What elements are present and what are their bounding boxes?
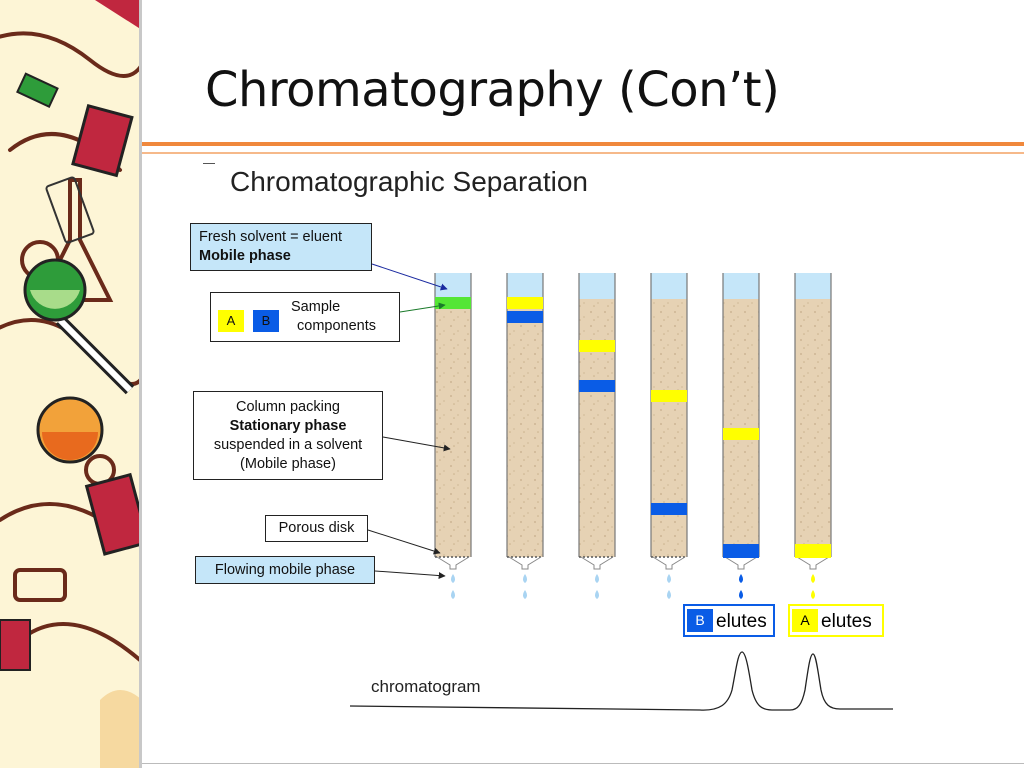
column-4-solvent bbox=[651, 273, 687, 299]
sample-chip-a: A bbox=[218, 310, 244, 332]
suspended-text: suspended in a solvent bbox=[213, 437, 363, 453]
column-2-band-2 bbox=[507, 311, 543, 323]
b-elutes-text: elutes bbox=[716, 611, 767, 632]
slide-bottom-border bbox=[142, 763, 1024, 764]
arrow-fresh-solvent bbox=[371, 263, 448, 291]
column-5-band-1 bbox=[723, 428, 759, 440]
column-5-band-2 bbox=[723, 544, 759, 558]
diagram-title: Chromatographic Separation bbox=[230, 166, 588, 197]
column-1-packing bbox=[435, 299, 471, 557]
column-3-band-2 bbox=[579, 380, 615, 392]
sample-text: Sample bbox=[291, 299, 341, 315]
stationary-phase-text: Stationary phase bbox=[229, 418, 347, 434]
column-5-solvent bbox=[723, 273, 759, 299]
column-packing-text: Column packing bbox=[236, 399, 340, 415]
components-text: components bbox=[297, 318, 376, 334]
a-elutes-label: A elutes bbox=[788, 604, 884, 637]
flowing-mobile-phase-text: Flowing mobile phase bbox=[214, 562, 356, 578]
title-divider bbox=[142, 142, 1024, 146]
arrow-sample bbox=[399, 302, 446, 313]
column-4-drop-2 bbox=[667, 590, 671, 599]
flowing-mobile-phase-label: Flowing mobile phase bbox=[195, 556, 375, 584]
porous-disk-label: Porous disk bbox=[265, 515, 368, 542]
column-5-drop-1 bbox=[739, 574, 743, 583]
column-2-band-1 bbox=[507, 297, 543, 309]
column-3-drop-2 bbox=[595, 590, 599, 599]
column-1-drop-2 bbox=[451, 590, 455, 599]
a-elutes-chip: A bbox=[792, 609, 818, 632]
sample-chip-b: B bbox=[253, 310, 279, 332]
column-3-outlet bbox=[580, 556, 614, 570]
column-6-drop-1 bbox=[811, 574, 815, 583]
column-4-band-1 bbox=[651, 390, 687, 402]
mobile-phase-paren-text: (Mobile phase) bbox=[240, 456, 336, 472]
decorative-lab-illustration bbox=[0, 0, 142, 768]
column-2-packing bbox=[507, 299, 543, 557]
column-6-packing bbox=[795, 299, 831, 557]
column-2-solvent bbox=[507, 273, 543, 299]
column-4-packing bbox=[651, 299, 687, 557]
column-3-drop-1 bbox=[595, 574, 599, 583]
title-divider-thin bbox=[142, 152, 1024, 154]
column-6-outlet bbox=[796, 556, 830, 570]
b-elutes-label: B elutes bbox=[683, 604, 775, 637]
column-6-drop-2 bbox=[811, 590, 815, 599]
a-elutes-text: elutes bbox=[821, 611, 872, 632]
column-3-packing bbox=[579, 299, 615, 557]
column-6-band-1 bbox=[795, 544, 831, 558]
b-elutes-chip: B bbox=[687, 609, 713, 632]
arrow-flowing bbox=[374, 570, 446, 580]
column-5-drop-2 bbox=[739, 590, 743, 599]
column-2-drop-1 bbox=[523, 574, 527, 583]
diagram-title-tick bbox=[203, 163, 215, 164]
column-5-packing bbox=[723, 299, 759, 557]
slide-title: Chromatography (Con’t) bbox=[205, 62, 780, 118]
column-1-drop-1 bbox=[451, 574, 455, 583]
arrow-packing bbox=[382, 436, 451, 452]
column-4-drop-1 bbox=[667, 574, 671, 583]
column-2-outlet bbox=[508, 556, 542, 570]
column-1-band-1 bbox=[435, 297, 471, 309]
column-packing-label: Column packing Stationary phase suspende… bbox=[193, 391, 383, 480]
arrow-porous-disk bbox=[367, 529, 441, 555]
chromatogram-label: chromatogram bbox=[371, 677, 481, 696]
column-1-solvent bbox=[435, 273, 471, 299]
column-6-solvent bbox=[795, 273, 831, 299]
column-4-outlet bbox=[652, 556, 686, 570]
porous-disk-text: Porous disk bbox=[278, 520, 355, 536]
sample-components-label: A B Sample components bbox=[210, 292, 400, 342]
fresh-solvent-label: Fresh solvent = eluent Mobile phase bbox=[190, 223, 372, 271]
column-3-band-1 bbox=[579, 340, 615, 352]
mobile-phase-text: Mobile phase bbox=[199, 248, 291, 264]
column-4-band-2 bbox=[651, 503, 687, 515]
column-1-outlet bbox=[436, 556, 470, 570]
column-3-solvent bbox=[579, 273, 615, 299]
column-5-outlet bbox=[724, 556, 758, 570]
fresh-solvent-text: Fresh solvent = eluent bbox=[199, 229, 343, 245]
column-2-drop-2 bbox=[523, 590, 527, 599]
